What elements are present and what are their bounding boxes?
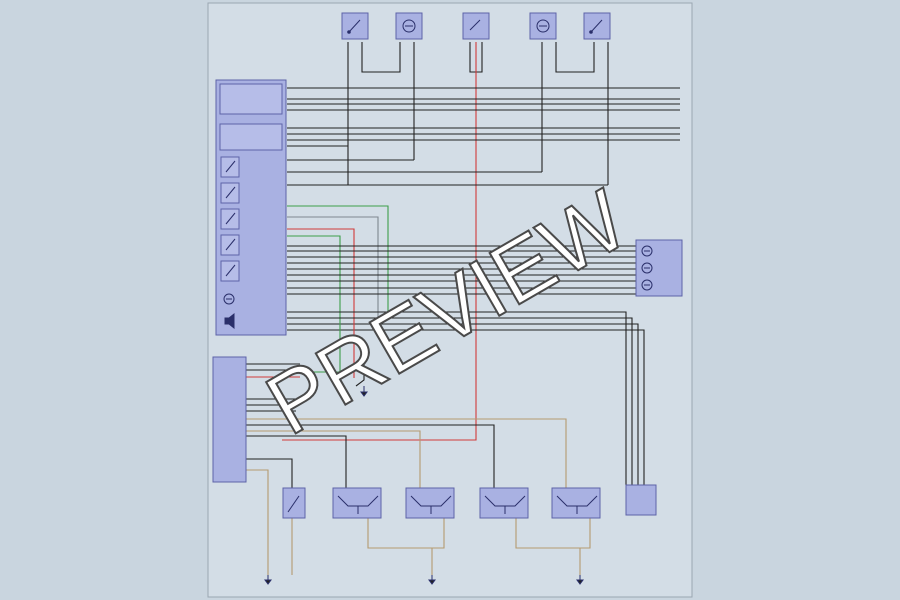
switch-icon — [225, 238, 236, 251]
bottom-switch-3 — [405, 487, 455, 519]
wire-top-6 — [555, 42, 595, 73]
wire-ds-4 — [246, 435, 347, 488]
lamp-icon — [223, 293, 235, 305]
lamp-icon — [402, 19, 416, 33]
switch-icon — [556, 495, 598, 514]
control-module-lower — [212, 356, 247, 483]
module-sub-1 — [219, 83, 283, 115]
icons — [223, 19, 653, 585]
lamp-block-right — [635, 239, 683, 297]
ground-icon — [428, 575, 436, 585]
wire-top-2 — [361, 42, 401, 73]
switch-icon — [225, 212, 236, 225]
wires — [246, 42, 680, 575]
components — [212, 12, 683, 519]
lamp-icon — [641, 245, 653, 257]
switch-icon — [484, 495, 526, 514]
wire-ds-1 — [246, 418, 567, 488]
wire-red-main — [282, 42, 477, 441]
wire-ds-3 — [246, 430, 421, 488]
switch-icon — [287, 495, 300, 513]
control-module-upper — [215, 79, 287, 336]
top-connector-center — [462, 12, 490, 40]
wire-gnd-2 — [367, 518, 445, 549]
switch-icon — [225, 160, 236, 173]
ground-icon — [264, 575, 272, 585]
ground-icon — [576, 575, 584, 585]
speaker-icon — [224, 312, 235, 330]
bottom-switch-5 — [551, 487, 601, 519]
wire-gnd-4 — [515, 518, 591, 549]
switch-icon — [225, 186, 236, 199]
wire-ds-6 — [246, 469, 269, 575]
bottom-module-right — [625, 484, 657, 516]
switch-icon — [469, 19, 481, 31]
lamp-icon — [641, 262, 653, 274]
bus-l-1 — [287, 311, 627, 485]
module-sub-2 — [219, 123, 283, 151]
switch-icon — [337, 495, 379, 514]
bus-l-3 — [287, 323, 639, 485]
bus-l-2 — [287, 317, 633, 485]
wire-green-1 — [287, 205, 389, 320]
wire-ds-5 — [246, 458, 293, 488]
wire-red-2 — [287, 228, 355, 320]
wire-green-2 — [287, 235, 341, 320]
bottom-switch-2 — [332, 487, 382, 519]
wire-gray-1 — [287, 216, 379, 320]
wire-ds-2 — [246, 424, 495, 488]
bus-l-4 — [287, 329, 645, 485]
switch-icon — [410, 495, 452, 514]
wire-ll-4 — [300, 320, 341, 373]
lamp-icon — [536, 19, 550, 33]
bottom-switch-4 — [479, 487, 529, 519]
switch-icon — [225, 264, 236, 277]
switch-icon — [589, 19, 603, 34]
ground-icon — [360, 386, 368, 397]
lamp-icon — [641, 279, 653, 291]
switch-icon — [347, 19, 361, 34]
wire-ll-6 — [355, 340, 365, 387]
